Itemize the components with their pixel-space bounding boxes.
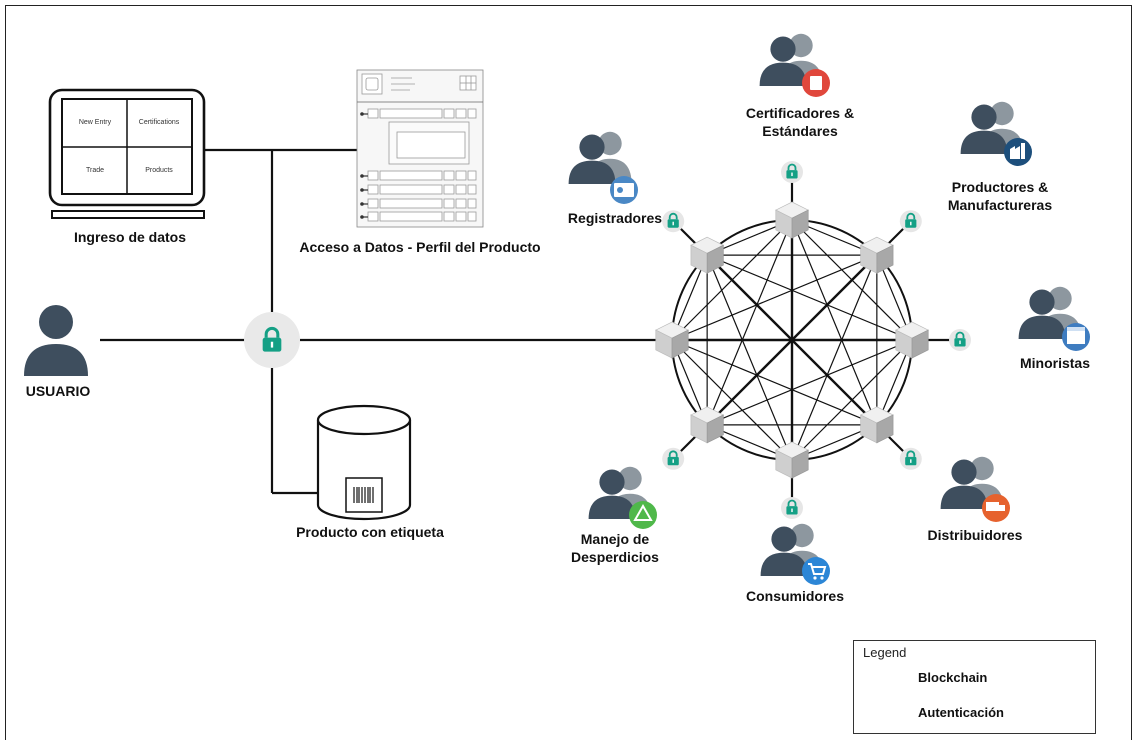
- actor-desperdicios: [588, 466, 657, 529]
- actor-certificadores: [759, 33, 830, 97]
- mesh-link: [671, 254, 878, 341]
- actor-registradores: [568, 131, 638, 204]
- legend-title: Legend: [863, 645, 907, 660]
- mesh-link: [671, 339, 878, 426]
- blockchain-cube-icon: [655, 321, 689, 359]
- mesh-link: [706, 254, 913, 341]
- recycle-badge-icon: [629, 501, 657, 529]
- blockchain-cube-icon: [775, 441, 809, 479]
- blockchain-cube-icon: [775, 201, 809, 239]
- diagram-frame: [5, 5, 1132, 740]
- monitor-icon: New Entry Certifications Trade Products: [48, 88, 206, 219]
- mesh-link: [671, 339, 793, 461]
- actor-productores: [960, 101, 1032, 166]
- mesh-link: [706, 219, 793, 426]
- product-profile-thumbnail: [356, 69, 484, 228]
- label-registradores: Registradores: [567, 210, 663, 226]
- blockchain-cube-icon: [895, 321, 929, 359]
- label-productores: Productores & Manufactureras: [947, 179, 1053, 213]
- label-acceso-datos: Acceso a Datos - Perfil del Producto: [299, 239, 541, 255]
- spoke-line: [678, 433, 699, 454]
- label-ingreso-datos: Ingreso de datos: [73, 229, 187, 245]
- mesh-link: [706, 339, 913, 426]
- connector-lines: [100, 148, 665, 495]
- label-consumidores: Consumidores: [745, 588, 844, 604]
- actor-distribuidores: [940, 456, 1010, 522]
- label-desperdicios: Manejo de Desperdicios: [571, 531, 659, 565]
- blockchain-cube-icon: [860, 406, 894, 444]
- label-usuario: USUARIO: [25, 383, 91, 399]
- spoke-line: [885, 226, 906, 247]
- label-certificadores: Certificadores & Estándares: [745, 105, 855, 139]
- blockchain-cube-icon: [690, 236, 724, 274]
- spoke-line: [678, 226, 699, 247]
- user-icon: [24, 305, 88, 376]
- product-database-icon: [316, 404, 412, 521]
- monitor-cell-1: Certifications: [139, 119, 180, 126]
- actor-minoristas: [1018, 286, 1090, 351]
- monitor-cell-2: Trade: [86, 167, 104, 174]
- blockchain-cube-icon: [690, 406, 724, 444]
- mesh-link: [706, 254, 878, 426]
- monitor-cell-3: Products: [145, 167, 173, 174]
- monitor-cell-0: New Entry: [79, 119, 112, 126]
- legend: Legend Blockchain Autenticación: [853, 640, 1096, 734]
- auth-hub: [244, 312, 300, 368]
- mesh-link: [791, 219, 878, 426]
- legend-auth-label: Autenticación: [918, 705, 1004, 720]
- mesh-link: [791, 254, 878, 461]
- legend-blockchain-label: Blockchain: [918, 670, 988, 685]
- blockchain-cube-icon: [860, 236, 894, 274]
- label-minoristas: Minoristas: [1019, 355, 1090, 371]
- blockchain-network: [655, 161, 971, 519]
- actor-consumidores: [760, 523, 830, 585]
- mesh-link: [706, 254, 793, 461]
- label-producto-etiqueta: Producto con etiqueta: [296, 524, 444, 540]
- spoke-line: [885, 433, 906, 454]
- label-distribuidores: Distribuidores: [927, 527, 1023, 543]
- cart-badge-icon: [802, 557, 830, 585]
